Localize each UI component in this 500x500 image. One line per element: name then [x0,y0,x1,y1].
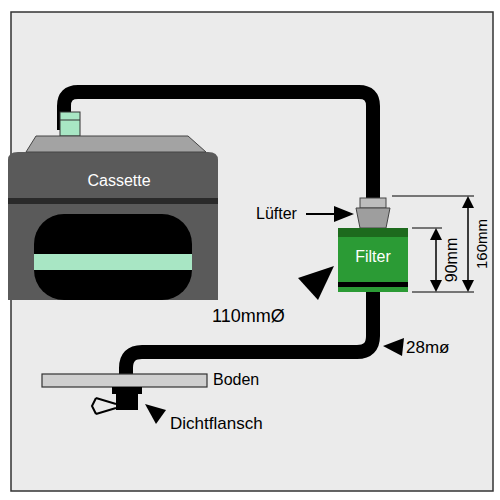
part-label: Lüfter [256,205,297,223]
cassette-art [8,130,218,300]
fan-top [360,198,386,208]
leader-arrowhead [383,338,404,356]
sealing-flange [112,387,142,394]
dimension-arrow [462,196,474,208]
cassette-title: Cassette [8,172,230,190]
hose-connector [60,112,80,136]
dimension-label: 110mmØ [212,306,285,327]
flange-body [116,394,138,410]
cassette-window [34,214,192,300]
filter-box: Filter [338,228,408,292]
cassette-lid [26,136,206,152]
cassette-band [8,198,218,204]
part-label: Boden [213,371,259,389]
leader-line [306,213,334,215]
dimension-arrow [430,280,442,292]
cassette-box: Cassette [8,130,230,300]
dimension-line [435,236,437,284]
dimension-label: 90mm [443,238,461,282]
dimension-line [467,204,469,284]
leader-arrowhead [298,266,334,300]
floor-plank [42,374,207,387]
frame-border [11,12,493,491]
dimension-arrow [462,280,474,292]
extension-line [392,196,474,197]
part-label: Dichtflansch [170,414,263,434]
extension-line [412,228,442,229]
dimension-arrow [430,228,442,240]
fan-body [356,208,390,228]
connector-ring [60,120,80,121]
extension-line [412,292,474,293]
leader-arrowhead [334,206,354,222]
dimension-label: 28mø [406,338,449,358]
filter-title: Filter [355,248,391,266]
leader-arrowhead [145,404,166,424]
cassette-green-band [34,254,192,270]
dimension-label: 160mm [473,219,490,269]
drain-outlet [92,398,116,414]
